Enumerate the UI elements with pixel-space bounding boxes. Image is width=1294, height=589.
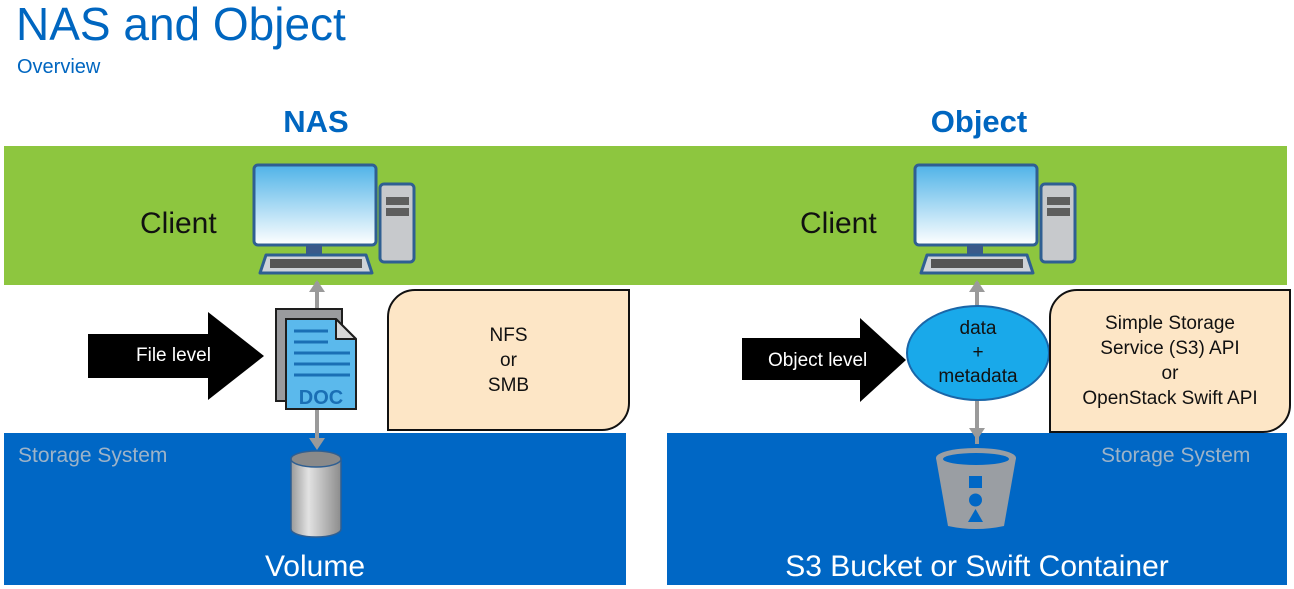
object-client-label: Client	[800, 207, 877, 240]
file-level-arrow-icon	[88, 312, 264, 400]
page-subtitle: Overview	[17, 56, 101, 78]
nas-connector-up-arrowhead-icon	[309, 280, 325, 292]
data-metadata-ellipse: data + metadata	[906, 305, 1050, 401]
payload-line: data	[959, 318, 997, 339]
object-protocol-line: OpenStack Swift API	[1082, 388, 1258, 409]
object-connector-up-arrowhead-icon	[969, 280, 985, 292]
page-title: NAS and Object	[16, 0, 346, 50]
object-desktop-computer-icon	[913, 163, 1077, 275]
nas-heading: NAS	[283, 104, 349, 139]
payload-line: metadata	[938, 366, 1018, 387]
object-protocol-line: Simple Storage	[1105, 313, 1235, 334]
bucket-container-label: S3 Bucket or Swift Container	[785, 550, 1169, 583]
nas-protocol-line: or	[500, 349, 517, 371]
object-protocol-box: Simple Storage Service (S3) API or OpenS…	[1049, 289, 1291, 433]
nas-storage-system-label: Storage System	[18, 444, 168, 467]
volume-cylinder-icon	[290, 450, 342, 538]
object-level-arrow-icon	[742, 318, 906, 402]
doc-file-icon: DOC	[275, 308, 357, 410]
payload-line: +	[972, 342, 984, 363]
doc-icon-text: DOC	[299, 387, 343, 409]
nas-protocol-line: SMB	[487, 374, 530, 396]
nas-protocol-box: NFS or SMB	[387, 289, 630, 431]
nas-connector-down-arrowhead-icon	[309, 438, 325, 450]
file-level-label: File level	[136, 345, 211, 366]
object-level-label: Object level	[768, 350, 868, 371]
object-protocol-line: Service (S3) API	[1100, 338, 1240, 359]
object-storage-system-label: Storage System	[1101, 444, 1251, 467]
nas-client-label: Client	[140, 207, 217, 240]
volume-label: Volume	[264, 550, 366, 583]
object-protocol-line: or	[1161, 363, 1179, 384]
bucket-icon	[936, 448, 1016, 529]
object-connector-down-arrowhead-icon	[969, 428, 985, 440]
nas-desktop-computer-icon	[252, 163, 416, 275]
object-heading: Object	[930, 104, 1028, 139]
nas-protocol-line: NFS	[489, 324, 528, 346]
